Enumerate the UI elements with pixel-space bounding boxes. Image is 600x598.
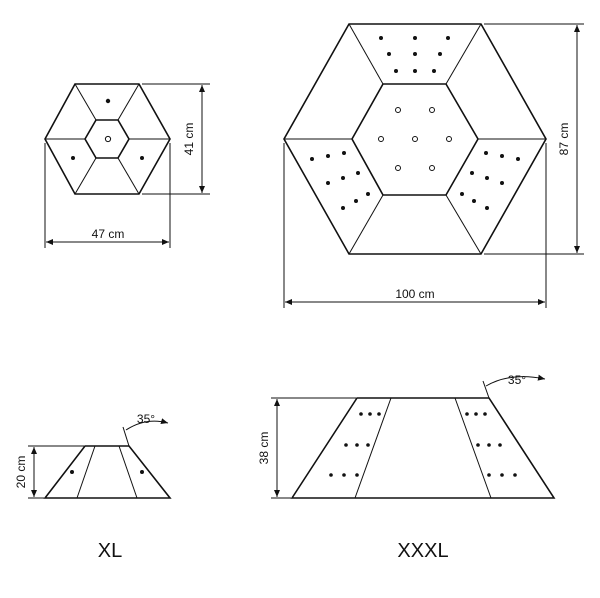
xl-width-label: 47 cm: [92, 227, 125, 241]
xl-side-view: 20 cm 35°: [14, 412, 172, 499]
xxxl-side-left-holes: [329, 412, 381, 477]
xxxl-right-panel-holes: [460, 151, 520, 210]
xxxl-side-height-dimension: 38 cm: [257, 397, 356, 499]
xxxl-angle-dimension: 35°: [482, 373, 546, 399]
xxxl-size-name: XXXL: [397, 540, 448, 562]
xxxl-panel-divider-lines: [284, 23, 546, 255]
xl-mounting-holes: [71, 98, 144, 160]
xl-top-view: 47 cm 41 cm: [44, 83, 210, 248]
xl-side-height-label: 20 cm: [14, 456, 28, 489]
xxxl-left-panel-holes: [310, 151, 370, 210]
xxxl-side-right-holes: [465, 412, 517, 477]
xl-width-dimension: 47 cm: [44, 143, 171, 248]
xl-size-name: XL: [98, 540, 122, 562]
xxxl-angle-label: 35°: [508, 373, 526, 387]
xxxl-center-panel-holes: [378, 107, 452, 171]
xxxl-width-label: 100 cm: [395, 287, 434, 301]
xl-angle-dimension: 35°: [122, 412, 169, 447]
xl-side-height-dimension: 20 cm: [14, 445, 84, 499]
xl-side-hole: [70, 470, 74, 474]
xxxl-side-height-label: 38 cm: [257, 432, 271, 465]
xxxl-side-trapezoid: [290, 397, 556, 499]
xxxl-top-view: 100 cm 87 cm: [283, 23, 584, 308]
xxxl-height-label: 87 cm: [557, 123, 571, 156]
xl-panel-divider-lines: [45, 83, 170, 195]
xl-height-label: 41 cm: [182, 123, 196, 156]
xxxl-width-dimension: 100 cm: [283, 143, 547, 308]
xl-height-dimension: 41 cm: [142, 83, 210, 195]
xxxl-side-view: 38 cm 35°: [257, 373, 556, 499]
xl-side-trapezoid: [43, 445, 172, 499]
xl-angle-label: 35°: [137, 412, 155, 426]
xl-side-hole: [140, 470, 144, 474]
xxxl-top-panel-holes: [379, 36, 450, 73]
xxxl-height-dimension: 87 cm: [484, 23, 584, 255]
